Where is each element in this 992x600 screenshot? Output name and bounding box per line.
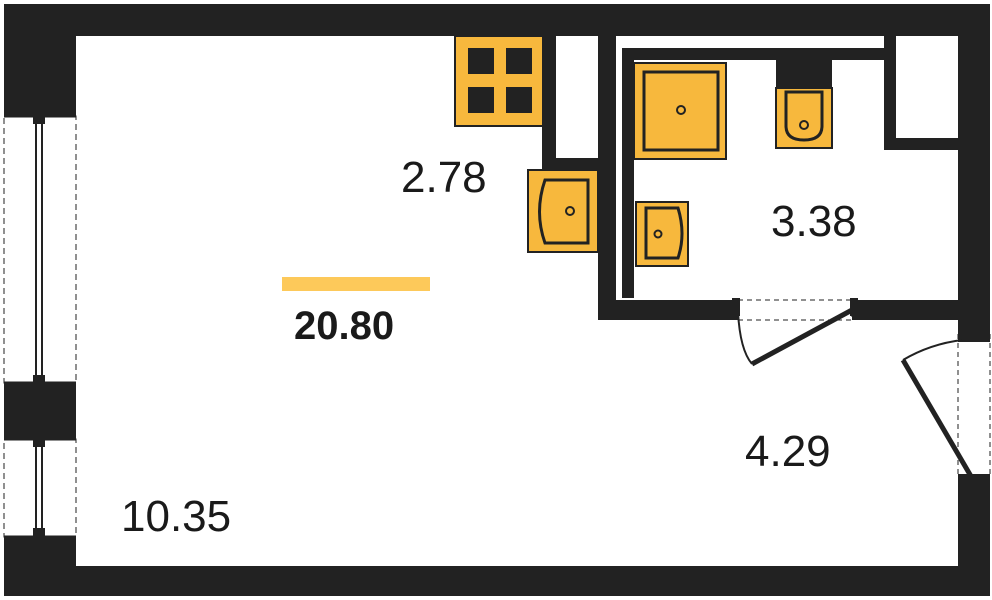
- outer-walls: [4, 4, 990, 596]
- stove-icon: [454, 35, 544, 127]
- room-area-bathroom: 3.38: [771, 197, 857, 246]
- room-area-hallway: 4.29: [745, 427, 831, 476]
- toilet-icon: [775, 60, 833, 149]
- door-icon: [732, 298, 858, 367]
- window-icon: [3, 114, 77, 385]
- window-icon: [3, 437, 77, 539]
- room-area-living: 10.35: [121, 492, 232, 541]
- room-area-kitchen: 2.78: [401, 153, 487, 202]
- washbasin-icon: [635, 201, 689, 267]
- interior-walls: [542, 30, 962, 320]
- shower-tray-icon: [633, 62, 727, 160]
- door-icon: [900, 329, 991, 486]
- total-area-accent-bar: [282, 277, 430, 291]
- kitchen-sink-icon: [527, 169, 599, 253]
- total-area: 20.80: [294, 304, 395, 348]
